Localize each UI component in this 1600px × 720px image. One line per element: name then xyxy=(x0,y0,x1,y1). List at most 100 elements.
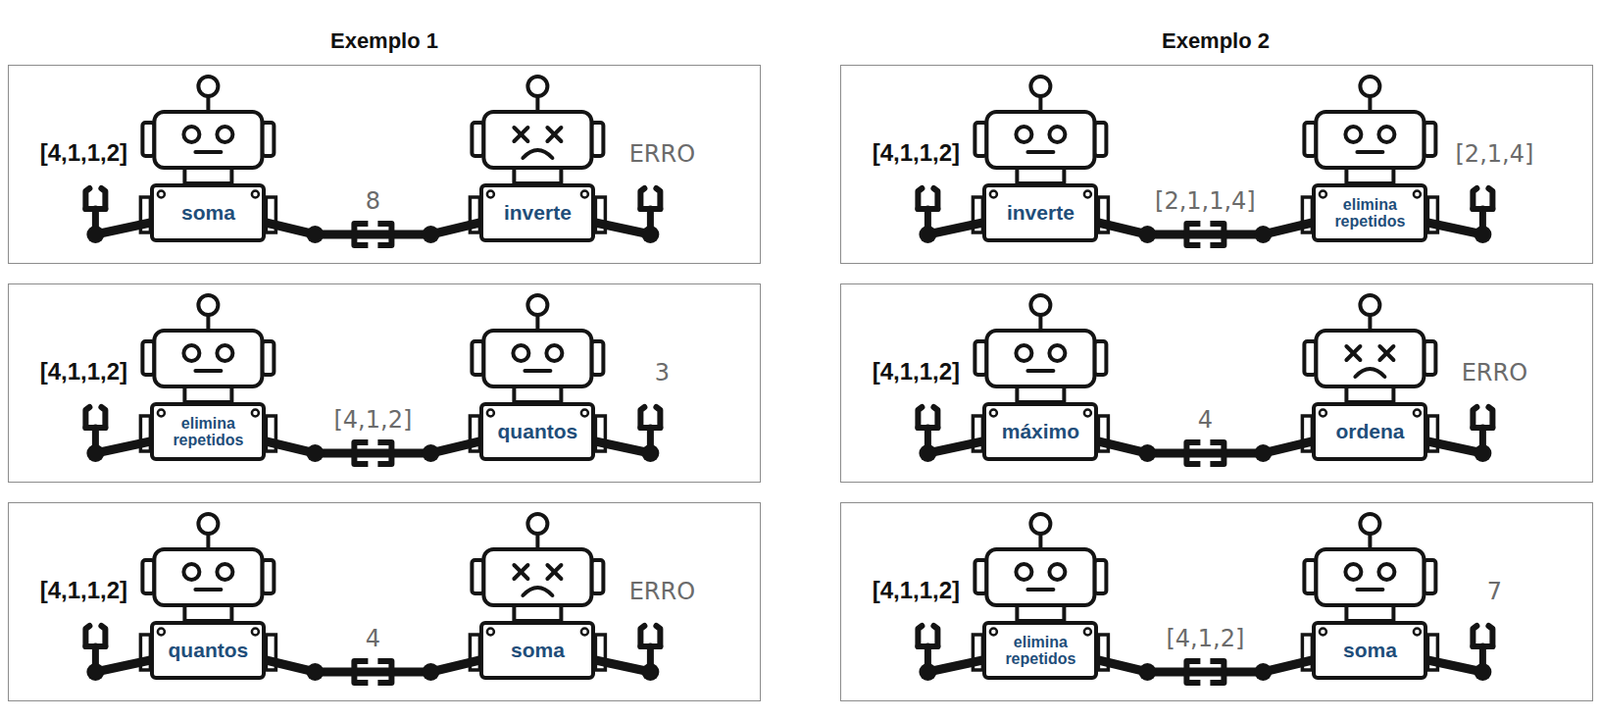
body-screw xyxy=(251,191,259,199)
robot-head xyxy=(1315,111,1424,168)
function-name: quantos xyxy=(157,639,258,662)
output-value: [2,1,4] xyxy=(1455,140,1535,168)
robot-neck xyxy=(513,386,561,402)
robot-mouth xyxy=(195,368,221,373)
robot-eye xyxy=(546,345,562,361)
antenna-ball xyxy=(1359,513,1380,534)
wrist-joint xyxy=(918,662,937,681)
x-eye xyxy=(513,564,528,579)
raised-claw xyxy=(917,625,938,647)
function-name: soma xyxy=(1319,639,1420,662)
example-panel: máximoordena[4,1,1,2]ERRO xyxy=(840,283,1594,483)
column-heading: Exemplo 1 xyxy=(330,28,439,54)
robot-head xyxy=(986,111,1095,168)
robot-neck xyxy=(1016,167,1064,184)
wrist-joint xyxy=(1138,225,1156,244)
robot-eye xyxy=(512,345,529,361)
robot-head xyxy=(483,330,592,387)
body-screw xyxy=(1084,409,1092,417)
wrist-joint xyxy=(918,444,937,462)
sad-mouth xyxy=(1354,368,1385,377)
antenna-ball xyxy=(1359,76,1380,97)
handshake-grippers xyxy=(305,660,440,683)
antenna-stem xyxy=(205,533,210,550)
robot-neck xyxy=(1016,604,1064,621)
raised-claw xyxy=(640,406,660,428)
antenna-stem xyxy=(1367,96,1372,112)
antenna-ball xyxy=(198,513,218,534)
sad-mouth xyxy=(522,150,552,158)
function-name: elimina repetidos xyxy=(990,633,1091,668)
robot-mouth xyxy=(524,368,550,373)
wrist-joint xyxy=(86,225,104,244)
x-eye xyxy=(1346,346,1360,360)
body-screw xyxy=(581,628,589,636)
input-list: [4,1,1,2] xyxy=(872,357,960,386)
wrist-joint xyxy=(305,662,324,681)
function-name: soma xyxy=(157,201,258,225)
robot-arm-connector xyxy=(1098,659,1312,672)
robot-figure xyxy=(469,295,660,453)
wrist-joint xyxy=(421,662,440,681)
antenna-ball xyxy=(1030,76,1050,97)
wrist-joint xyxy=(641,444,659,462)
robot-body-box: inverte xyxy=(982,183,1099,243)
gripper-claw xyxy=(1209,442,1224,464)
body-screw xyxy=(1413,409,1421,417)
x-eye xyxy=(1379,346,1394,360)
robot-eye xyxy=(1015,126,1032,143)
input-list: [4,1,1,2] xyxy=(872,576,960,604)
example-panel: elimina repetidosquantos[4,1,1,2]3 xyxy=(7,283,761,483)
input-list: [4,1,1,2] xyxy=(872,139,960,167)
raised-claw xyxy=(640,625,660,647)
antenna-stem xyxy=(1367,314,1372,331)
output-value: 3 xyxy=(654,358,670,387)
robot-body-box: quantos xyxy=(150,620,266,680)
x-eye xyxy=(547,564,561,579)
passed-value: 4 xyxy=(361,624,385,652)
wrist-joint xyxy=(1253,225,1272,244)
gripper-claw xyxy=(377,660,392,683)
function-name: máximo xyxy=(990,420,1091,444)
robot-mouth xyxy=(195,150,221,154)
robot-eye xyxy=(216,345,233,361)
raised-claw xyxy=(85,625,105,647)
raised-claw xyxy=(1472,188,1493,209)
antenna-stem xyxy=(1038,533,1043,550)
body-screw xyxy=(487,628,495,636)
robot-body-box: soma xyxy=(1311,620,1428,680)
robot-head xyxy=(1315,549,1424,605)
wrist-joint xyxy=(421,444,440,462)
wrist-joint xyxy=(1138,662,1156,681)
antenna-ball xyxy=(527,513,548,534)
gripper-claw xyxy=(1186,442,1200,464)
body-screw xyxy=(157,191,165,199)
handshake-grippers xyxy=(305,442,440,464)
wrist-joint xyxy=(305,225,324,244)
robot-arm-connector xyxy=(1098,222,1312,235)
robot-body-box: elimina repetidos xyxy=(150,401,266,461)
gripper-claw xyxy=(353,223,368,246)
gripper-claw xyxy=(377,442,392,464)
robot-eye xyxy=(1378,563,1395,580)
raised-claw xyxy=(917,188,938,209)
robot-body-box: elimina repetidos xyxy=(1311,183,1428,243)
robot-eye xyxy=(1049,126,1065,143)
wrist-joint xyxy=(86,444,104,462)
body-screw xyxy=(1084,628,1092,636)
passed-value: [2,1,1,4] xyxy=(1150,187,1260,215)
gripper-claw xyxy=(1186,223,1200,246)
body-screw xyxy=(581,191,589,199)
passed-value: [4,1,2] xyxy=(329,405,416,434)
wrist-joint xyxy=(918,225,937,244)
body-screw xyxy=(1319,628,1327,636)
output-value: ERRO xyxy=(629,140,696,168)
robot-head xyxy=(483,111,592,168)
function-name: ordena xyxy=(1319,420,1420,444)
raised-claw xyxy=(640,188,660,209)
robot-eye xyxy=(1049,345,1065,361)
x-eye xyxy=(513,127,528,142)
output-value: ERRO xyxy=(629,577,696,605)
robot-mouth xyxy=(1356,587,1383,592)
